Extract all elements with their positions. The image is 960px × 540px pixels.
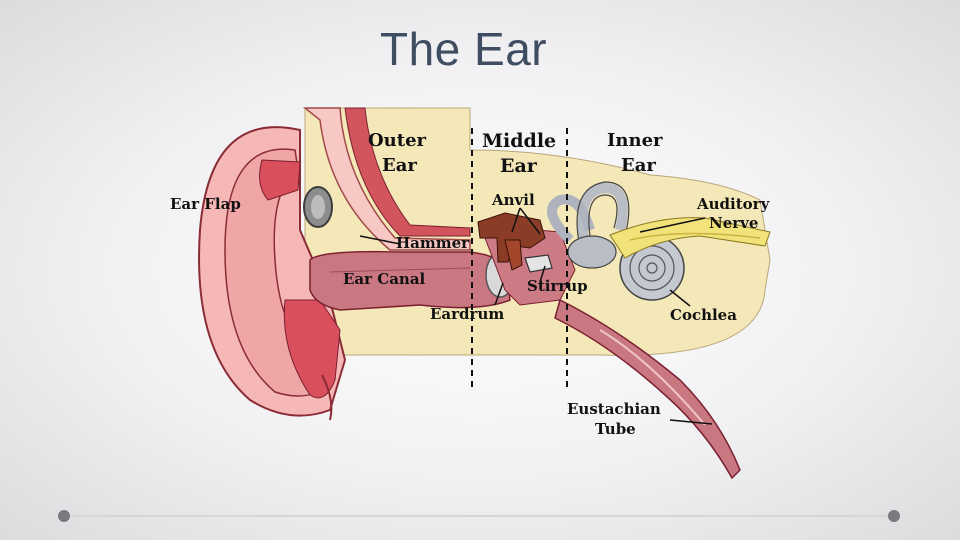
label-eustachian-tube: Eustachian Tube (567, 402, 661, 437)
bottom-rail (64, 515, 894, 517)
label-eustachian-line1: Eustachian (567, 402, 661, 417)
label-middle-line1: Middle (482, 132, 556, 151)
label-outer-line2: Ear (382, 157, 426, 175)
label-cochlea: Cochlea (670, 308, 737, 323)
vestibule (568, 236, 616, 268)
rail-dot-left (58, 510, 70, 522)
label-middle-line2: Ear (500, 157, 556, 176)
label-auditory-nerve-line1: Auditory (697, 197, 769, 212)
label-auditory-nerve-line2: Nerve (709, 216, 769, 231)
label-inner: Inner Ear (607, 132, 663, 175)
label-outer-line1: Outer (368, 132, 426, 150)
label-ear-canal: Ear Canal (343, 272, 425, 287)
label-middle: Middle Ear (482, 132, 556, 176)
rail-dot-right (888, 510, 900, 522)
label-stirrup: Stirrup (527, 279, 588, 294)
label-inner-line2: Ear (621, 157, 663, 175)
label-eardrum: Eardrum (430, 307, 504, 322)
label-hammer: Hammer (396, 236, 469, 251)
label-anvil: Anvil (492, 193, 535, 208)
label-inner-line1: Inner (607, 132, 663, 150)
label-auditory-nerve: Auditory Nerve (697, 197, 769, 231)
label-ear-flap: Ear Flap (170, 197, 241, 212)
label-eustachian-line2: Tube (595, 422, 661, 437)
label-outer: Outer Ear (368, 132, 426, 175)
